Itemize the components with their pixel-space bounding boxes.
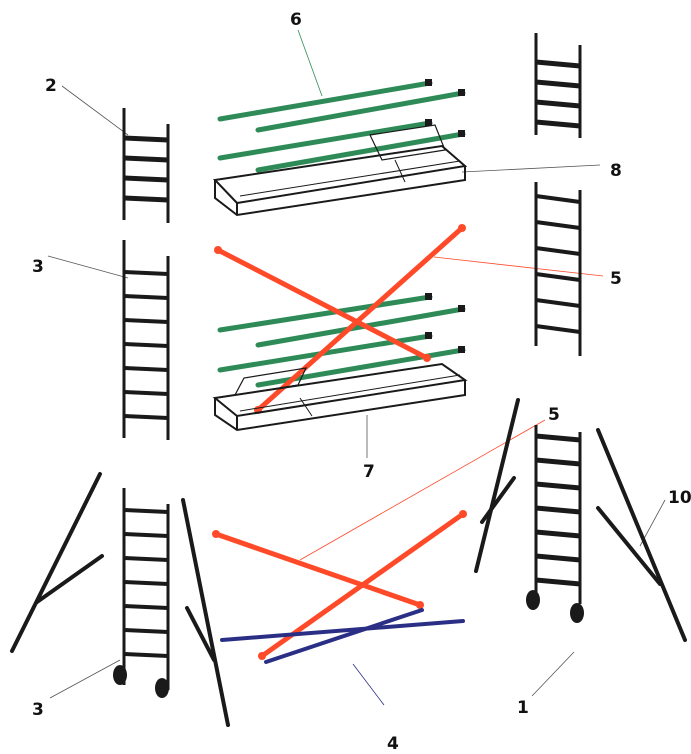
stabiliser-left: [10, 472, 104, 653]
callout-1: 1: [517, 698, 529, 718]
castor-wheels-right: [526, 590, 584, 623]
callout-8: 8: [610, 161, 622, 181]
callout-10: 10: [668, 488, 691, 508]
diagonal-brace: [213, 531, 423, 608]
top-guardrails: [217, 80, 466, 173]
stabiliser-center: [181, 498, 230, 727]
leader-lines: [47, 29, 666, 706]
guardrail-bar: [255, 90, 466, 133]
castor-wheels-left: [113, 665, 169, 698]
callout-5-lower: 5: [548, 405, 560, 425]
frame-3-bottom: [122, 488, 170, 690]
callout-4: 4: [387, 734, 399, 754]
frame-right-middle: [534, 182, 582, 356]
horizontal-brace: [264, 608, 424, 664]
callout-5-upper: 5: [610, 269, 622, 289]
frame-top-right: [534, 33, 582, 138]
callout-6: 6: [290, 10, 302, 30]
leader-line-4: [352, 663, 385, 706]
guardrail-bar: [217, 294, 433, 333]
upper-diagonal-braces: [215, 225, 465, 413]
leader-line-5b: [299, 419, 546, 561]
stabiliser-right-a: [474, 398, 520, 573]
frame-2: [122, 108, 170, 223]
leader-line-6: [297, 29, 323, 97]
guardrail-bar: [255, 131, 466, 173]
top-guardrail-hooks: [425, 79, 465, 137]
bottom-diagonal-braces: [213, 511, 466, 659]
lower-guardrail-hooks: [425, 293, 465, 353]
leader-line-8: [461, 164, 601, 173]
guardrail-bar: [217, 120, 433, 161]
guardrail-bar: [255, 306, 466, 348]
callout-7: 7: [363, 462, 375, 482]
diagonal-brace: [255, 225, 465, 413]
callout-3-upper: 3: [32, 257, 44, 277]
lower-platform: [212, 362, 468, 432]
leader-line-3a: [47, 255, 129, 279]
top-platform: [212, 124, 468, 217]
stabiliser-10: [596, 428, 687, 642]
leader-line-1: [531, 651, 575, 697]
lower-guardrails: [217, 294, 466, 388]
diagonal-brace: [215, 247, 430, 361]
frame-1-bottom-right: [534, 425, 582, 604]
horizontal-braces: [220, 608, 465, 664]
frame-3-upper: [122, 240, 170, 440]
guardrail-bar: [217, 80, 433, 122]
callout-2: 2: [45, 76, 57, 96]
leader-line-2: [61, 85, 129, 136]
horizontal-brace: [220, 619, 465, 642]
leader-line-5a: [433, 256, 604, 277]
leader-line-3b: [49, 659, 121, 699]
callout-3-lower: 3: [32, 700, 44, 720]
